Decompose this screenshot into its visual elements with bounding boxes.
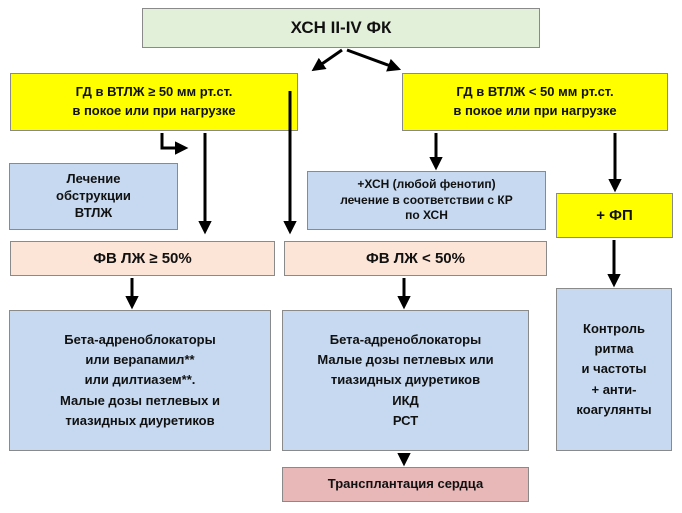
node-text: +ХСН (любой фенотип)лечение в соответств… [340, 177, 513, 224]
node-line: +ХСН (любой фенотип) [357, 177, 496, 192]
node-text: ФВ ЛЖ < 50% [366, 248, 465, 270]
node-line: в покое или при нагрузке [72, 103, 236, 118]
node-line: тиазидных диуретиков [65, 412, 215, 428]
gradient-low-box: ГД в ВТЛЖ < 50 мм рт.ст. в покое или при … [402, 73, 668, 131]
node-text: ГД в ВТЛЖ < 50 мм рт.ст. в покое или при … [453, 83, 616, 121]
node-line: Малые дозы петлевых и [60, 392, 220, 408]
node-line: по ХСН [405, 208, 448, 223]
arrow-gd-left-to-obstruct [160, 133, 189, 155]
gradient-high-box: ГД в ВТЛЖ ≥ 50 мм рт.ст. в покое или при … [10, 73, 298, 131]
node-line: ФВ ЛЖ < 50% [365, 249, 465, 267]
arrow-title-to-gd-left [311, 48, 343, 72]
node-line: ИКД [392, 392, 419, 408]
lvef-preserved-box: ФВ ЛЖ ≥ 50% [10, 241, 275, 276]
node-line: ВТЛЖ [74, 204, 113, 220]
node-line: Лечение [66, 171, 121, 187]
node-line: РСТ [392, 412, 419, 428]
node-line: ГД в ВТЛЖ ≥ 50 мм рт.ст. [75, 84, 233, 100]
therapy-preserved-box: Бета-адреноблокаторы или верапамил** или д… [9, 310, 271, 451]
node-line: Бета-адреноблокаторы [329, 332, 482, 348]
node-line: ритма [594, 341, 634, 357]
node-line: ГД в ВТЛЖ < 50 мм рт.ст. [456, 84, 614, 100]
node-text: + ФП [596, 205, 633, 227]
hf-class-box: ХСН II-IV ФК [142, 8, 540, 48]
arrow-title-to-gd-right [346, 48, 402, 72]
node-line: или дилтиазем**. [84, 372, 196, 388]
node-line: Бета-адреноблокаторы [64, 332, 216, 348]
node-line: и частоты [581, 361, 647, 377]
node-line: в покое или при нагрузке [453, 103, 617, 118]
node-line: Трансплантация сердца [327, 476, 484, 492]
node-text: ГД в ВТЛЖ ≥ 50 мм рт.ст. в покое или при … [72, 83, 235, 121]
lvef-reduced-box: ФВ ЛЖ < 50% [284, 241, 547, 276]
node-line: ХСН II-IV ФК [290, 17, 392, 37]
atrial-fibrillation-box: + ФП [556, 193, 673, 238]
heart-transplant-box: Трансплантация сердца [282, 467, 529, 502]
node-line: + анти- [591, 381, 637, 397]
hf-guideline-box: +ХСН (любой фенотип)лечение в соответств… [307, 171, 546, 230]
node-line: лечение в соответствии с КР [340, 192, 513, 207]
node-line: тиазидных диуретиков [330, 372, 481, 388]
node-text: Контроль ритма и частоты + анти-коагулянты [576, 319, 651, 420]
node-line: коагулянты [576, 401, 652, 417]
node-text: Бета-адреноблокаторы или верапамил** или д… [60, 330, 220, 431]
node-line: + ФП [596, 206, 633, 224]
node-text: ХСН II-IV ФК [291, 16, 392, 41]
node-line: или верапамил** [85, 352, 195, 368]
rhythm-control-box: Контроль ритма и частоты + анти-коагулянты [556, 288, 672, 451]
node-text: ФВ ЛЖ ≥ 50% [93, 248, 191, 270]
node-line: обструкции [56, 188, 131, 204]
node-line: Контроль [583, 321, 645, 337]
node-line: ФВ ЛЖ ≥ 50% [93, 249, 192, 267]
node-line: Малые дозы петлевых или [317, 352, 494, 368]
node-text: Трансплантация сердца [328, 475, 483, 494]
